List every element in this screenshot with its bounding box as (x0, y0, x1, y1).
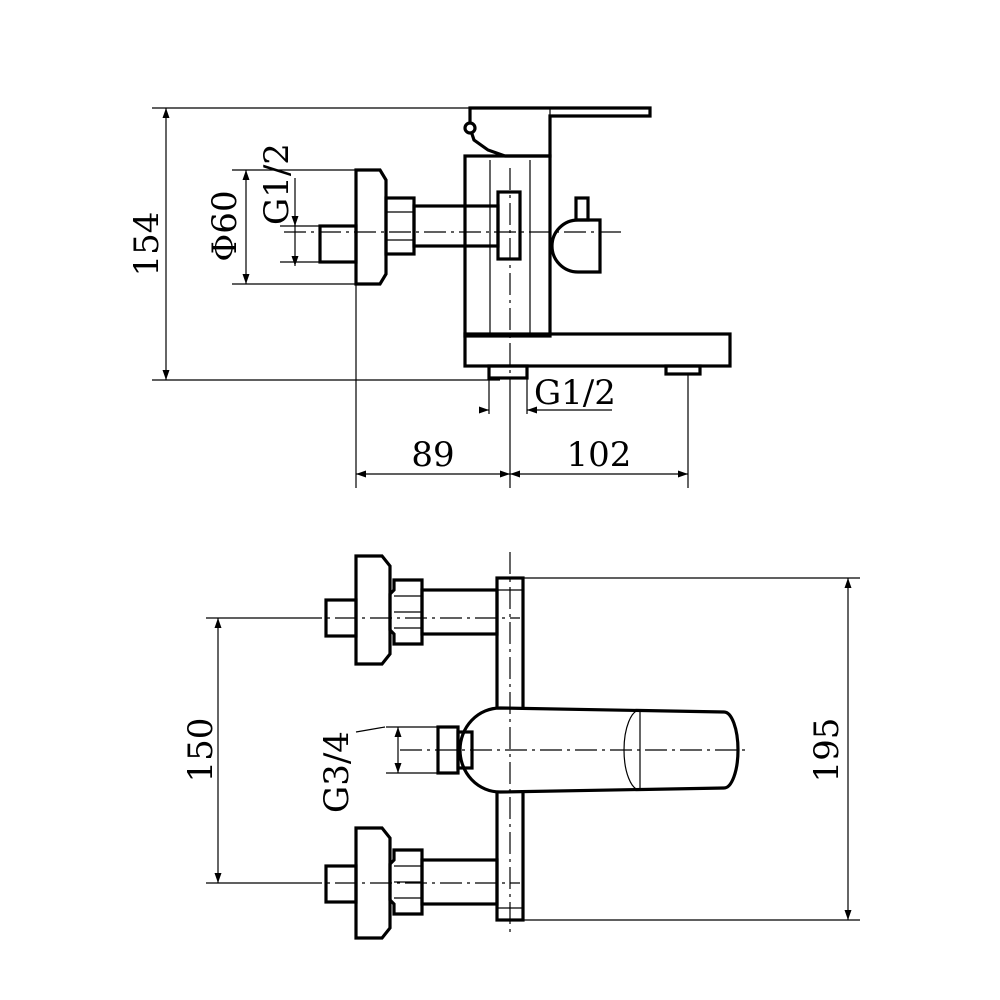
bath-spout (463, 332, 732, 368)
outlet-thread-label: G1/2 (534, 373, 616, 413)
lever-handle (468, 106, 652, 158)
inlet-spacing-label: 150 (181, 718, 221, 783)
width-label: 195 (807, 718, 847, 783)
lever-pivot (463, 121, 477, 135)
connector-nut (384, 196, 416, 256)
wall-flange (354, 168, 388, 286)
outlet-thread-label-top: G3/4 (317, 731, 357, 813)
spout-aerator (664, 364, 702, 376)
upper-nut (388, 578, 424, 646)
diameter-label: Φ60 (205, 190, 245, 261)
right-length-label: 102 (567, 435, 632, 475)
lower-wall-flange (354, 826, 392, 940)
upper-connecting-pipe (420, 588, 499, 636)
height-label: 154 (127, 212, 167, 277)
top-view: 150 G3/4 195 (181, 552, 860, 940)
connecting-pipe (412, 204, 500, 248)
diverter-knob (550, 218, 602, 274)
lower-nut (388, 848, 424, 916)
inlet-stub (318, 224, 358, 264)
upper-wall-flange (354, 554, 392, 666)
spout-outlet (487, 364, 529, 380)
lower-connecting-pipe (420, 858, 499, 906)
inlet-thread-label: G1/2 (257, 143, 297, 225)
bath-spout-top (458, 706, 740, 794)
lower-inlet-stub (324, 864, 358, 904)
diverter-stem (574, 196, 590, 222)
side-view: 154 Φ60 G1/2 G1/2 89 102 (127, 106, 732, 488)
inlet-block (496, 190, 522, 261)
outlet-thread-leader (355, 726, 386, 733)
left-length-label: 89 (411, 435, 454, 475)
